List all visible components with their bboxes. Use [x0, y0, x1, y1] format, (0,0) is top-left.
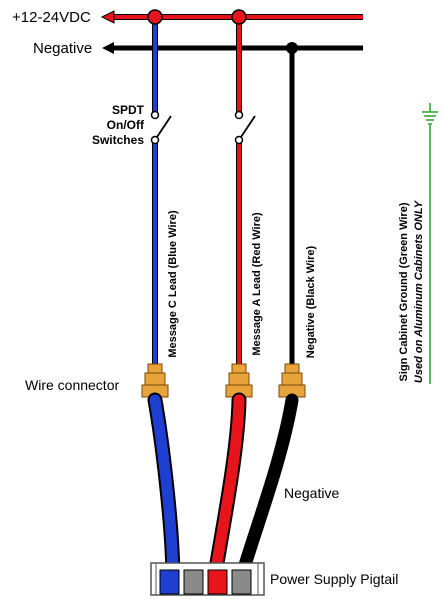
blue-junction-dot	[147, 9, 163, 25]
wire-connector-blue	[141, 363, 169, 398]
negative-pigtail-label: Negative	[284, 485, 339, 501]
black-junction-dot	[286, 42, 298, 54]
switches-label-3: Switches	[92, 133, 144, 147]
blue-wire-label: Message C Lead (Blue Wire)	[167, 210, 179, 358]
pigtail-black-wire	[235, 393, 299, 582]
switches-label-1: SPDT	[112, 103, 145, 117]
black-wire-label: Negative (Black Wire)	[305, 245, 317, 358]
ground-label-1: Sign Cabinet Ground (Green Wire)	[398, 202, 410, 381]
pigtail-connector	[150, 562, 265, 596]
red-junction-dot	[231, 9, 247, 25]
red-wire-label: Message A Lead (Red Wire)	[251, 212, 263, 356]
supply-label: +12-24VDC	[12, 9, 91, 26]
negative-bus	[102, 42, 363, 54]
ground-label-2: Used on Aluminum Cabinets ONLY	[413, 199, 425, 383]
ground-icon	[422, 103, 438, 125]
switch-red	[234, 110, 256, 145]
wire-connector-black	[278, 363, 306, 398]
negative-bus-label: Negative	[33, 40, 92, 57]
switch-blue	[150, 110, 172, 145]
pigtail-blue-wire	[147, 392, 181, 583]
wire-connector-red	[225, 363, 253, 398]
wire-connector-label: Wire connector	[25, 377, 119, 393]
switches-label-2: On/Off	[107, 118, 145, 132]
pigtail-red-wire	[207, 392, 247, 583]
pigtail-label: Power Supply Pigtail	[270, 571, 398, 587]
